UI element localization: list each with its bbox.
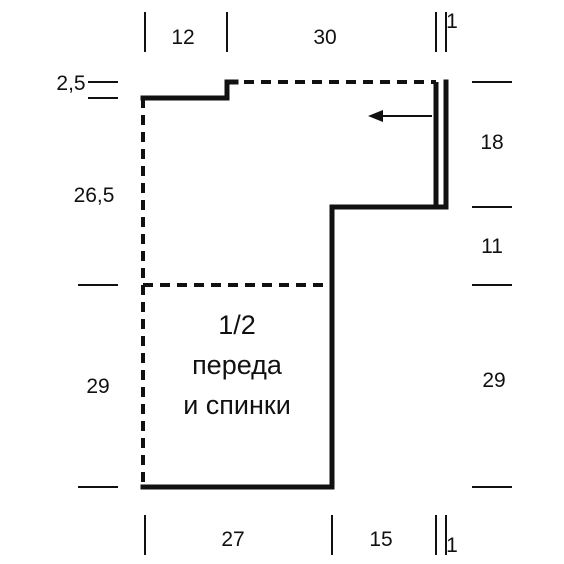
piece-label-line-1: 1/2 [218,310,256,340]
left-dimension-2-5: 2,5 [56,72,85,95]
right-dimension-18: 18 [480,131,503,154]
pattern-piece [140,79,449,490]
top-dimension-ticks [144,12,447,52]
left-dimension-29: 29 [86,375,109,398]
left-dimension-ticks [78,81,118,488]
side-seam-edge [140,282,335,490]
bottom-dimension-27: 27 [221,528,244,551]
bottom-dimension-15: 15 [369,528,392,551]
piece-label-line-3: и спинки [183,390,291,420]
right-dimension-29: 29 [482,369,505,392]
knitting-direction-arrow-icon [368,110,432,122]
top-dimension-1: 1 [446,10,458,33]
neckline-edge [140,79,239,101]
right-dimension-ticks [472,81,512,488]
right-dimension-11: 11 [481,235,503,258]
top-dimension-30: 30 [313,26,336,49]
left-dimension-26-5: 26,5 [74,184,115,207]
bottom-dimension-ticks [144,515,447,555]
sleeve-side-edge [329,79,449,288]
bottom-dimension-1: 1 [446,534,458,557]
top-dimension-12: 12 [171,26,194,49]
piece-label-line-2: переда [192,350,283,380]
